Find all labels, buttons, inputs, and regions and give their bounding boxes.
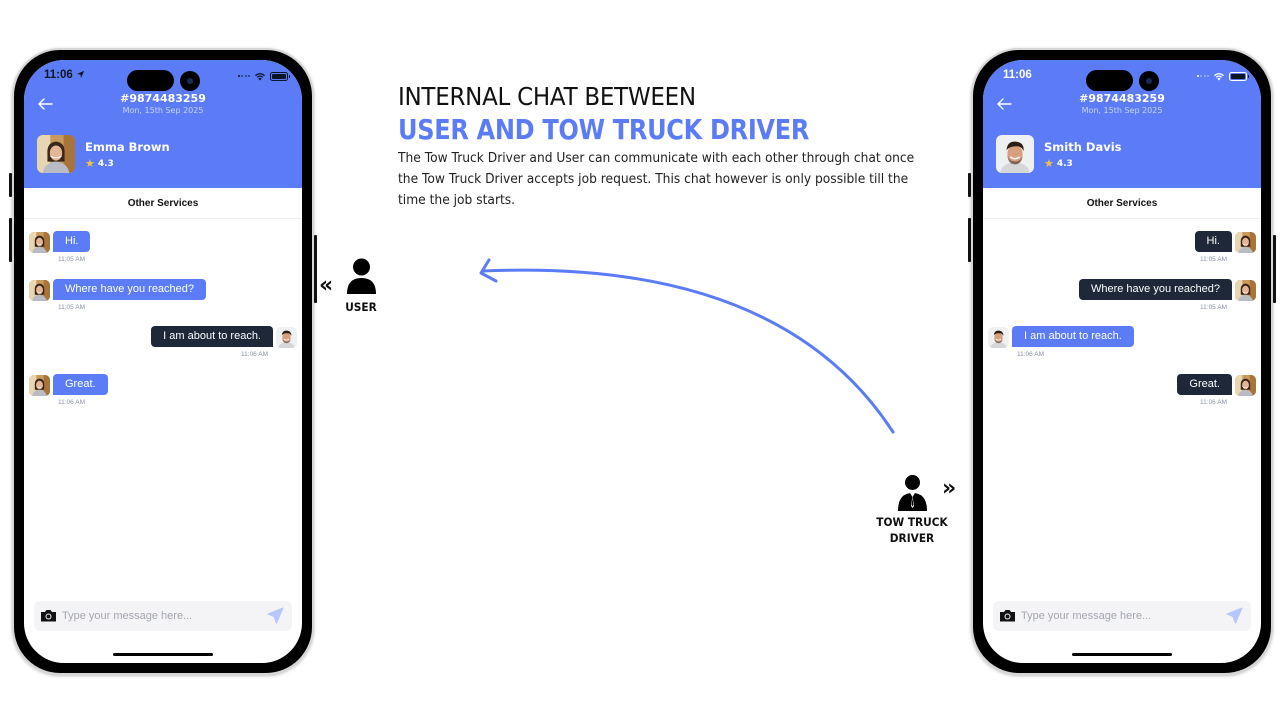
signal-icon — [1196, 75, 1209, 77]
arrow-head — [479, 258, 498, 283]
back-arrow-icon[interactable] — [996, 96, 1012, 112]
user-icon — [347, 258, 376, 294]
message-bubble: Great. — [1177, 374, 1232, 395]
order-date: Mon, 15th Sep 2025 — [1081, 106, 1163, 115]
chat-screen: 11:06 #9874483259 Mon, 15th Sep 2025 Smi… — [983, 60, 1261, 663]
status-time: 11:06 — [1003, 69, 1032, 81]
section-title: Other Services — [127, 198, 199, 209]
status-time: 11:06 — [44, 69, 85, 81]
send-icon[interactable] — [267, 607, 284, 624]
message-time: 11:06 AM — [58, 399, 85, 406]
message-time: 11:06 AM — [1017, 351, 1044, 358]
message-bubble: Hi. — [1194, 231, 1232, 252]
sender-avatar — [276, 327, 297, 348]
message-time: 11:05 AM — [58, 256, 85, 263]
headline-line-1: INTERNAL CHAT BETWEEN — [398, 82, 696, 111]
back-arrow-icon[interactable] — [37, 96, 53, 112]
battery-icon — [1229, 71, 1249, 81]
location-arrow-icon — [76, 70, 85, 79]
order-date: Mon, 15th Sep 2025 — [122, 106, 204, 115]
front-camera — [180, 71, 200, 91]
contact-rating: ★ 4.3 — [85, 157, 114, 170]
chat-message: Hi. 11:05 AM — [29, 231, 91, 263]
sender-avatar — [29, 232, 50, 253]
message-time: 11:05 AM — [1200, 256, 1227, 263]
chat-message: Hi. 11:05 AM — [1194, 231, 1256, 263]
user-phone-mockup: 11:06 #9874483259 Mon, 15th Sep 2025 Emm… — [9, 48, 317, 675]
message-input[interactable] — [62, 601, 262, 631]
message-bubble: Where have you reached? — [1078, 279, 1232, 300]
headline-line-2: USER AND TOW TRUCK DRIVER — [398, 113, 810, 146]
order-id: #9874483259 — [1079, 92, 1165, 105]
contact-name: Smith Davis — [1044, 140, 1122, 154]
message-time: 11:06 AM — [241, 351, 268, 358]
divider — [983, 218, 1261, 219]
home-indicator — [113, 653, 213, 656]
phone-side-button — [314, 235, 317, 303]
phone-side-button — [1273, 235, 1276, 303]
driver-phone-mockup: 11:06 #9874483259 Mon, 15th Sep 2025 Smi… — [968, 48, 1276, 675]
dynamic-island — [127, 70, 174, 91]
wifi-icon — [255, 73, 265, 81]
divider — [24, 218, 302, 219]
sender-avatar — [1235, 280, 1256, 301]
dynamic-island — [1086, 70, 1133, 91]
wifi-icon — [1214, 73, 1224, 81]
camera-icon[interactable] — [40, 609, 57, 622]
front-camera — [1139, 71, 1159, 91]
order-id: #9874483259 — [120, 92, 206, 105]
send-icon[interactable] — [1226, 607, 1243, 624]
chat-message: Where have you reached? 11:05 AM — [1078, 279, 1256, 311]
message-time: 11:05 AM — [1200, 304, 1227, 311]
phone-side-button — [968, 218, 971, 262]
message-time: 11:05 AM — [58, 304, 85, 311]
status-icons — [1196, 71, 1249, 81]
sender-avatar — [29, 375, 50, 396]
message-time: 11:06 AM — [1200, 399, 1227, 406]
message-bubble: I am about to reach. — [151, 326, 273, 347]
message-composer — [993, 601, 1251, 631]
driver-icon — [898, 475, 927, 511]
status-icons — [237, 71, 290, 81]
phone-side-button — [9, 173, 12, 197]
sender-avatar — [1235, 375, 1256, 396]
chat-header: 11:06 #9874483259 Mon, 15th Sep 2025 Emm… — [24, 60, 302, 188]
sender-avatar — [1235, 232, 1256, 253]
star-icon: ★ — [1044, 157, 1054, 170]
chat-message: I am about to reach. 11:06 AM — [151, 326, 297, 358]
signal-icon — [237, 75, 250, 77]
section-title: Other Services — [1086, 198, 1158, 209]
arrow-curve — [481, 268, 895, 434]
chevron-double-right-icon: » — [942, 476, 957, 501]
message-bubble: Hi. — [53, 231, 91, 252]
message-bubble: I am about to reach. — [1012, 326, 1134, 347]
message-input[interactable] — [1021, 601, 1221, 631]
chat-message: Great. 11:06 AM — [29, 374, 108, 406]
contact-name: Emma Brown — [85, 140, 170, 154]
star-icon: ★ — [85, 157, 95, 170]
driver-role-label: TOW TRUCK DRIVER — [876, 515, 948, 545]
chat-message: Where have you reached? 11:05 AM — [29, 279, 207, 311]
home-indicator — [1072, 653, 1172, 656]
phone-side-button — [968, 173, 971, 197]
message-composer — [34, 601, 292, 631]
sender-avatar — [988, 327, 1009, 348]
chat-header: 11:06 #9874483259 Mon, 15th Sep 2025 Smi… — [983, 60, 1261, 188]
chat-message: Great. 11:06 AM — [1177, 374, 1256, 406]
sender-avatar — [29, 280, 50, 301]
contact-avatar[interactable] — [996, 135, 1034, 173]
chat-screen: 11:06 #9874483259 Mon, 15th Sep 2025 Emm… — [24, 60, 302, 663]
chevron-double-left-icon: « — [319, 273, 334, 298]
camera-icon[interactable] — [999, 609, 1016, 622]
battery-icon — [270, 71, 290, 81]
message-bubble: Where have you reached? — [53, 279, 207, 300]
description-text: The Tow Truck Driver and User can commun… — [398, 151, 915, 208]
contact-avatar[interactable] — [37, 135, 75, 173]
contact-rating: ★ 4.3 — [1044, 157, 1073, 170]
phone-side-button — [9, 218, 12, 262]
message-bubble: Great. — [53, 374, 108, 395]
user-role-label: USER — [345, 300, 377, 314]
chat-message: I am about to reach. 11:06 AM — [988, 326, 1134, 358]
